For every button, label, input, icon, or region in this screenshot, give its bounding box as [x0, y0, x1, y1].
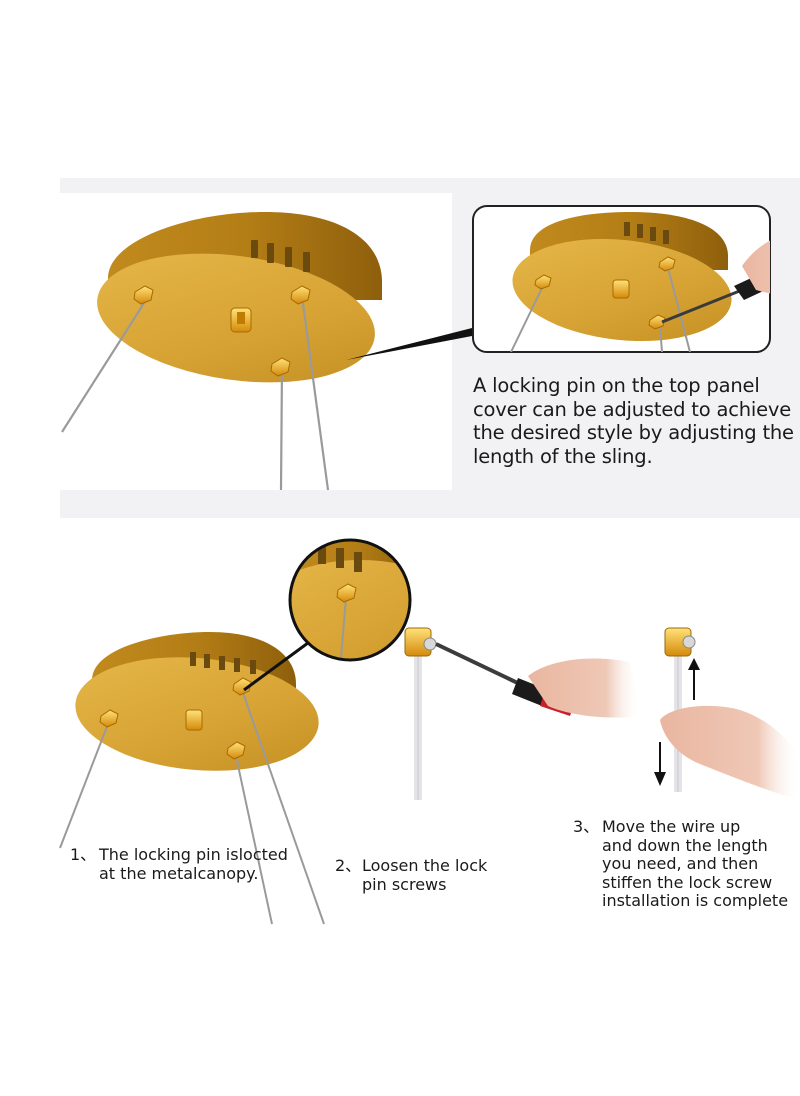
top-caption-line: length of the sling.: [473, 444, 653, 468]
zoom-pointer-line: [243, 638, 313, 692]
locking-pin: [133, 285, 154, 305]
step-line: Loosen the lock: [362, 856, 488, 875]
step-number: 2、: [335, 856, 362, 875]
step-line: The locking pin islocted: [99, 845, 288, 864]
step-line: and down the length: [602, 835, 768, 855]
top-caption: A locking pin on the top panel cover can…: [473, 374, 794, 468]
top-caption-line: cover can be adjusted to achieve: [473, 397, 792, 421]
step-number: 1、: [70, 845, 97, 864]
top-caption-line: A locking pin on the top panel: [473, 374, 760, 397]
canopy-top: [61, 212, 382, 491]
step-line: pin screws: [362, 874, 447, 894]
step3-illustration: [654, 627, 800, 800]
step-line: installation is complete: [602, 891, 789, 910]
vent-slots: [251, 240, 310, 272]
zoom-pointer: [346, 328, 472, 360]
top-caption-line: the desired style by adjusting the: [473, 421, 794, 444]
step-number: 3、: [573, 817, 600, 836]
step-3-caption: 3、 Move the wire up and down the length …: [573, 817, 789, 911]
step-line: at the metalcanopy.: [99, 863, 259, 883]
down-arrow-icon: [654, 742, 666, 786]
canopy-bottom: [59, 632, 325, 925]
step-line: Move the wire up: [602, 817, 741, 836]
step-1-caption: 1、 The locking pin islocted at the metal…: [70, 845, 288, 883]
step-line: stiffen the lock screw: [602, 872, 773, 892]
center-socket: [230, 307, 252, 333]
locking-pin: [290, 285, 311, 305]
step-2-caption: 2、 Loosen the lock pin screws: [335, 856, 488, 894]
step-line: you need, and then: [602, 854, 759, 873]
locking-pin: [270, 357, 291, 377]
suspension-wires: [61, 295, 330, 491]
step2-illustration: [404, 627, 640, 800]
zoom-inset-box: [472, 205, 771, 353]
up-arrow-icon: [688, 658, 700, 700]
